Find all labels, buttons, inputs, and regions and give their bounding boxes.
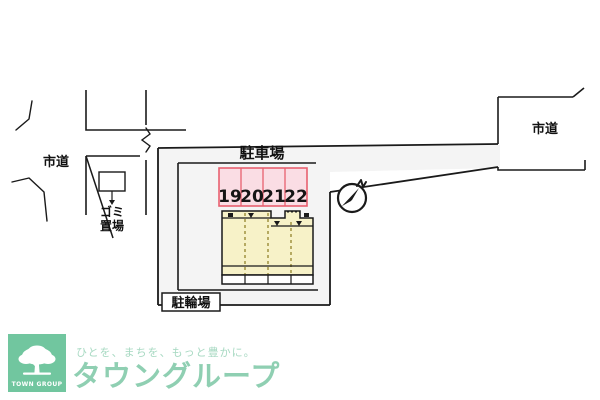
parking-stall-number: 21 [262,187,286,207]
parcel-diagonal-edge [85,155,114,239]
tree-logo-icon [18,345,56,375]
city-road-left-lines [85,90,186,215]
brand-footer: TOWN GROUP ひとを、まちを、もっと豊かに。 タウングループ [0,330,600,400]
parking-stall-number: 20 [240,187,264,207]
road-break-symbol-left [140,127,151,153]
parking-lot-label: 駐車場 [239,144,284,162]
city-road-right-lines [497,87,586,171]
site-plan-map: 駐車場 19 20 21 22 [11,87,586,312]
garbage-area-label-line2: 置場 [100,218,124,233]
town-group-logo: TOWN GROUP [8,334,66,392]
bicycle-parking-marker: 駐輪場 [161,292,221,312]
brand-name: タウングループ [72,359,281,393]
garbage-area-marker [98,171,126,205]
garbage-area-label-line1: ゴミ [100,204,124,219]
north-arrow-icon [336,179,368,214]
logo-mark-text: TOWN GROUP [11,381,63,388]
brand-tagline: ひとを、まちを、もっと豊かに。 [76,346,256,359]
city-road-right-label: 市道 [532,121,558,137]
parking-stall-number: 22 [284,187,308,207]
site-plan-drawing: 駐車場 19 20 21 22 [11,87,586,312]
city-road-left-label: 市道 [43,154,69,170]
parking-stall-number: 19 [218,187,242,207]
apartment-building-footprint [221,210,314,285]
parking-stall-group: 19 20 21 22 [218,167,308,207]
inner-parcel-notch [177,162,318,291]
street-sketch-lines-left [11,100,48,222]
entrance-marker [228,211,309,226]
bicycle-parking-label: 駐輪場 [171,295,210,311]
